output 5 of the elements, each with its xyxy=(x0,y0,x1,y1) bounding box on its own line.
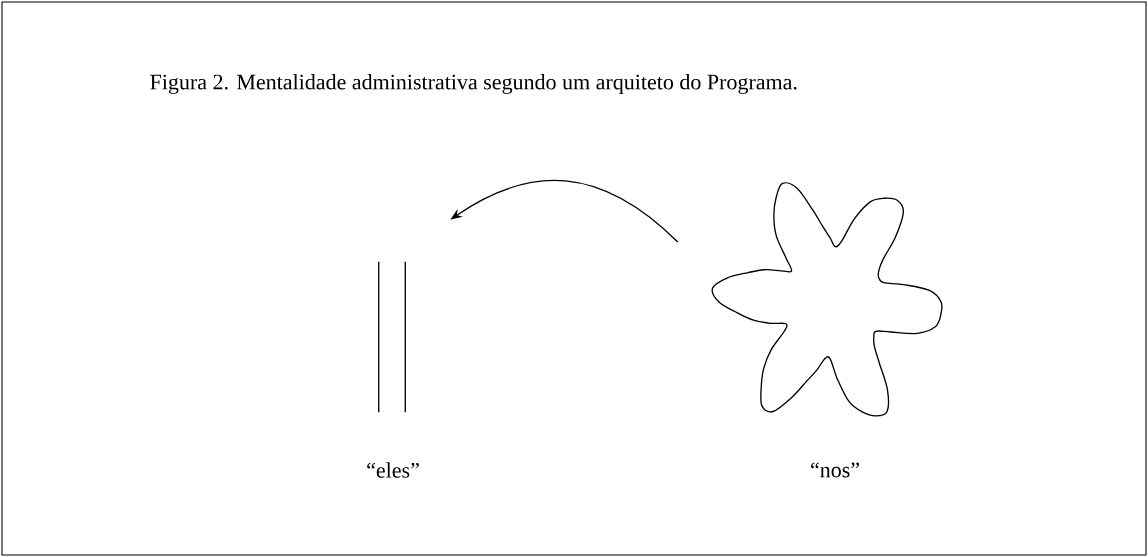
blob-shape xyxy=(711,182,943,417)
parallel-lines xyxy=(378,261,406,413)
quoted-label: “eles” xyxy=(367,462,419,478)
figure-title: Figura 2. Mentalidade administrativa segundo um arquiteto do Programa. xyxy=(150,74,797,94)
quoted-label: “nos” xyxy=(811,462,859,478)
